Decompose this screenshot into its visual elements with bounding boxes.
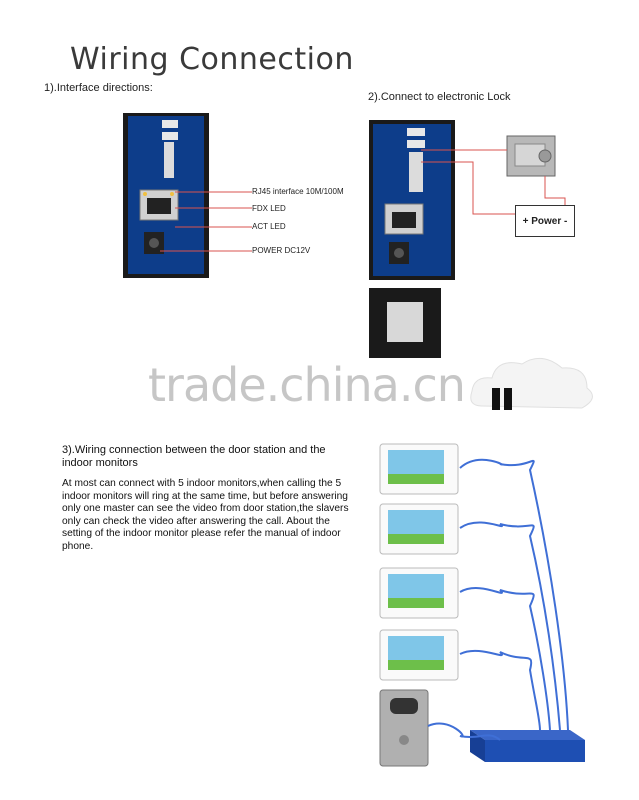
wiring-diagram — [379, 443, 585, 767]
network-switch-icon — [470, 730, 585, 762]
section-wiring-body: At most can connect with 5 indoor monito… — [62, 478, 349, 552]
indoor-monitor-2 — [379, 503, 459, 555]
indoor-monitor-1 — [379, 443, 459, 495]
wire-lines — [421, 149, 566, 215]
section-wiring-heading: 3).Wiring connection between the door st… — [62, 444, 326, 469]
label-act-led: ACT LED — [252, 222, 286, 231]
panel-photo — [373, 124, 451, 276]
power-box: + Power - — [515, 205, 575, 237]
indoor-monitor-4 — [379, 629, 459, 681]
section-interface-heading: 1).Interface directions: — [44, 82, 153, 94]
label-rj45: RJ45 interface 10M/100M — [252, 187, 344, 196]
indoor-monitor-3 — [379, 567, 459, 619]
label-fdx-led: FDX LED — [252, 204, 286, 213]
lock-icon — [506, 135, 556, 177]
section-lock-heading: 2).Connect to electronic Lock — [368, 91, 511, 103]
page-title: Wiring Connection — [70, 42, 354, 77]
network-cables — [427, 458, 569, 741]
interface-diagram — [123, 113, 252, 278]
cloud-logo-icon — [470, 357, 593, 410]
door-station-icon — [379, 689, 429, 767]
watermark: trade.china.cn — [148, 358, 466, 412]
label-power-dc12v: POWER DC12V — [252, 246, 311, 255]
callout-lines — [160, 191, 252, 252]
lock-diagram — [369, 120, 566, 358]
